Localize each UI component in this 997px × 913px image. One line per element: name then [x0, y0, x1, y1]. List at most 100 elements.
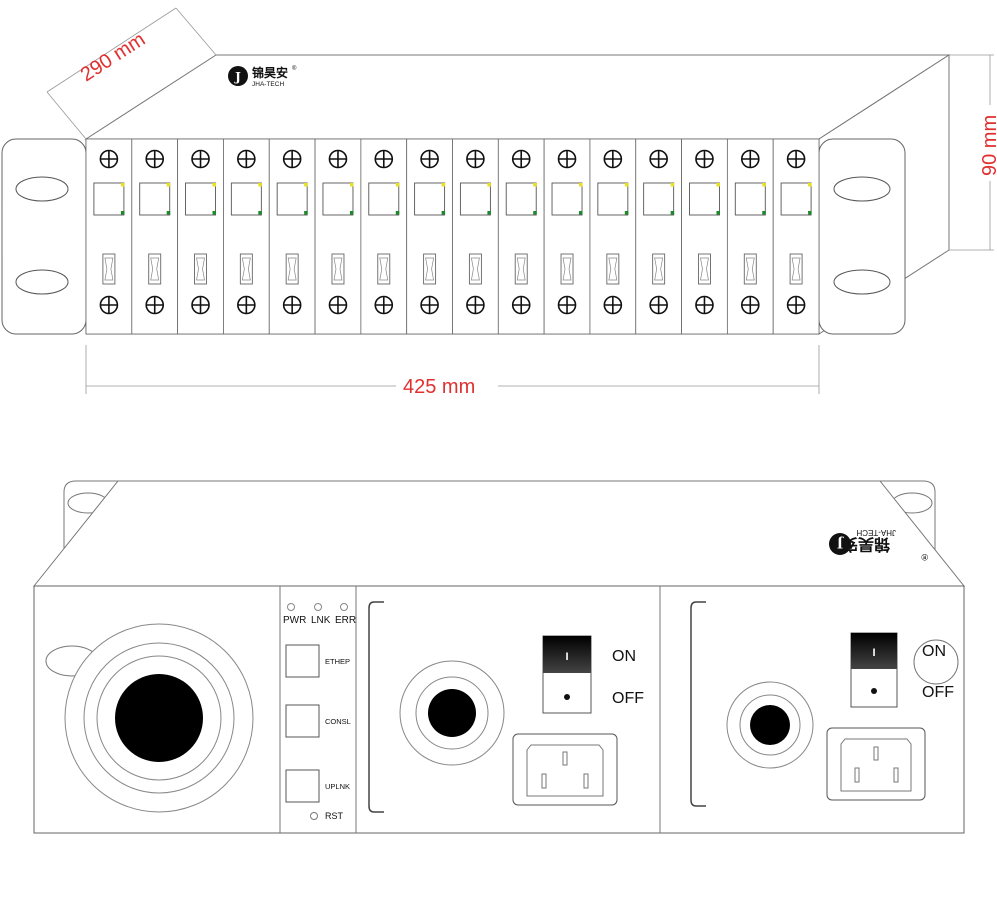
mount-hole — [913, 639, 959, 685]
fiber-connector[interactable] — [102, 253, 116, 285]
brand-mark: ® — [292, 65, 297, 72]
rj45-port[interactable] — [185, 182, 216, 216]
rj45-port[interactable] — [139, 182, 171, 216]
rj45-port[interactable] — [459, 182, 491, 216]
module-handle — [368, 601, 384, 813]
crosshair-screw-icon — [99, 149, 119, 169]
switch-off-label: OFF — [612, 690, 644, 707]
power-module-1: I ON OFF — [368, 601, 644, 813]
rj45-port[interactable] — [276, 182, 308, 216]
fan-hub — [115, 674, 203, 762]
crosshair-screw-icon — [282, 295, 302, 315]
act-led — [166, 211, 171, 215]
act-led — [441, 211, 446, 215]
err-led — [340, 603, 348, 611]
crosshair-screw-icon — [466, 295, 485, 315]
card-slot — [543, 138, 591, 335]
height-dimension: 90 mm — [949, 54, 997, 251]
act-led — [212, 211, 217, 215]
rj45-port[interactable] — [93, 182, 125, 216]
fiber-connector[interactable] — [560, 253, 574, 285]
rj45-port[interactable] — [551, 182, 583, 216]
rj45-port[interactable] — [643, 182, 675, 216]
fiber-connector[interactable] — [514, 253, 528, 285]
rj45-port[interactable] — [505, 182, 537, 216]
crosshair-screw-icon — [420, 149, 439, 169]
crosshair-screw-icon — [603, 149, 623, 169]
fiber-connector[interactable] — [468, 253, 482, 285]
uplnk-label: UPLNK — [325, 782, 350, 791]
indicator-pwr-label: PWR — [283, 615, 306, 626]
rj45-port[interactable] — [414, 182, 446, 216]
rj45-port[interactable] — [734, 182, 766, 216]
crosshair-screw-icon — [145, 295, 165, 315]
jha-tech-logo-icon — [829, 533, 851, 555]
indicator-err-label: ERR — [335, 615, 356, 626]
crosshair-screw-icon — [99, 295, 119, 315]
crosshair-screw-icon — [191, 295, 210, 315]
brand-logo-top: J 锦昊安 JHA-TECH ® — [228, 65, 297, 88]
fiber-connector[interactable] — [743, 253, 757, 285]
chassis-top-panel — [84, 54, 951, 140]
rj45-port[interactable] — [689, 182, 720, 216]
card-slot — [406, 138, 453, 335]
back-view: J 锦昊安 JHA-TECH ® PWR LNK ERR ETHEP — [32, 480, 966, 834]
fiber-connector[interactable] — [331, 253, 345, 285]
card-slot — [131, 138, 179, 335]
crosshair-screw-icon — [557, 149, 577, 169]
switch-on-label: ON — [922, 643, 946, 660]
crosshair-screw-icon — [695, 149, 714, 169]
fiber-connector[interactable] — [285, 253, 299, 285]
fiber-connector[interactable] — [377, 253, 391, 285]
link-led — [395, 183, 400, 187]
ethep-port[interactable] — [285, 644, 320, 678]
rj45-port[interactable] — [780, 182, 812, 216]
pwr-led — [287, 603, 295, 611]
fiber-connector[interactable] — [194, 253, 207, 285]
fiber-connector[interactable] — [652, 253, 666, 285]
link-led — [349, 183, 354, 187]
switch-mark: I — [565, 651, 568, 663]
module-handle — [690, 601, 706, 807]
card-slot — [177, 138, 224, 335]
crosshair-screw-icon — [328, 295, 348, 315]
fiber-connector[interactable] — [606, 253, 620, 285]
brand-name-en: JHA-TECH — [252, 81, 284, 88]
crosshair-screw-icon — [557, 295, 577, 315]
rj45-port[interactable] — [322, 182, 354, 216]
fiber-connector[interactable] — [148, 253, 162, 285]
crosshair-screw-icon — [649, 149, 668, 169]
card-slot — [681, 138, 728, 335]
card-slot — [497, 138, 545, 335]
fiber-connector[interactable] — [423, 253, 437, 285]
switch-mark: I — [872, 647, 875, 659]
act-led — [808, 211, 812, 215]
card-slot — [223, 138, 270, 335]
crosshair-screw-icon — [420, 295, 439, 315]
card-slot — [772, 138, 820, 335]
consl-port[interactable] — [285, 704, 320, 738]
fiber-connector[interactable] — [239, 253, 253, 285]
depth-label: 290 mm — [77, 28, 150, 86]
rack-ear-left — [1, 138, 87, 335]
indicator-lnk-label: LNK — [311, 615, 331, 626]
svg-text:J: J — [234, 70, 241, 84]
fiber-connector[interactable] — [698, 253, 711, 285]
rj45-port[interactable] — [368, 182, 400, 216]
crosshair-screw-icon — [603, 295, 623, 315]
link-led — [212, 183, 217, 187]
crosshair-screw-icon — [786, 295, 806, 315]
act-led — [716, 211, 720, 215]
fiber-connector[interactable] — [789, 253, 803, 285]
crosshair-screw-icon — [328, 149, 348, 169]
reset-button[interactable] — [310, 812, 318, 820]
rj45-port[interactable] — [597, 182, 629, 216]
link-led — [762, 183, 766, 187]
uplnk-port[interactable] — [285, 769, 320, 803]
rj45-port[interactable] — [230, 182, 262, 216]
link-led — [579, 183, 583, 187]
card-slot — [360, 138, 408, 335]
power-module-2: I ON OFF — [690, 601, 959, 807]
card-slots — [85, 138, 820, 335]
